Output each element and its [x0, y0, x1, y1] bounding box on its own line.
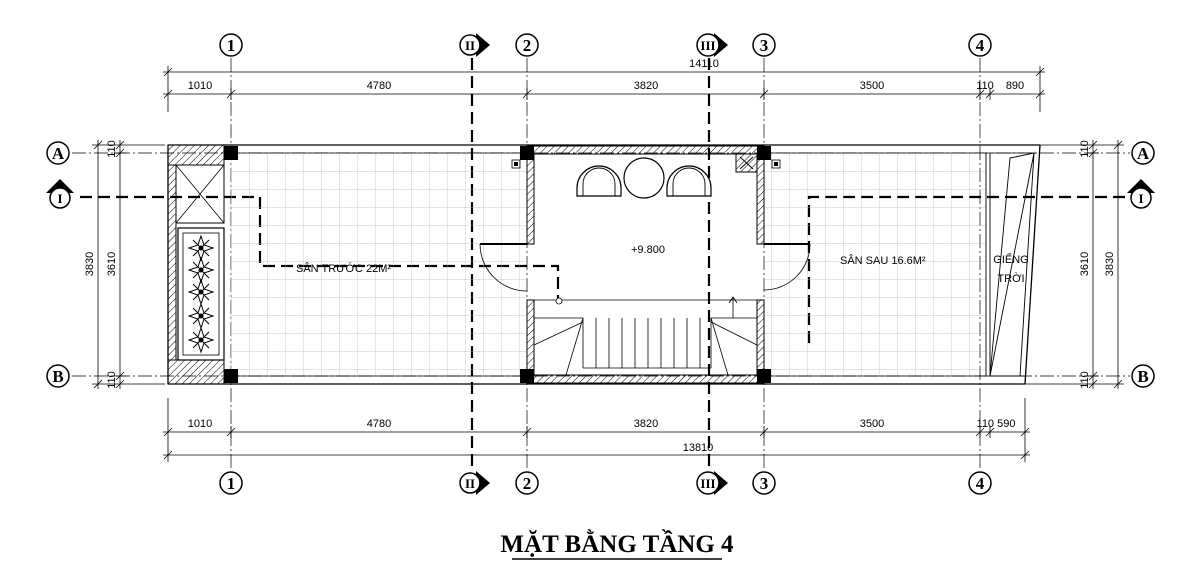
bottom-dim-2: 4780 [367, 418, 391, 430]
svg-text:3: 3 [760, 474, 769, 493]
top-dim-5: 110 [976, 80, 994, 92]
top-dim-1: 1010 [188, 80, 212, 92]
svg-text:II: II [465, 476, 475, 491]
back-yard-label: SÂN SAU 16.6M² [840, 254, 926, 267]
left-planter [167, 144, 225, 385]
light-well-label-2: TRỜI [997, 272, 1024, 285]
top-dim-2: 4780 [367, 80, 391, 92]
axis-marker-col-1-bottom: 1 [219, 471, 243, 495]
light-well-label-1: GIẾNG [993, 253, 1028, 266]
section-marker-i-left: I [46, 179, 74, 209]
staircase [533, 296, 758, 376]
svg-text:2: 2 [523, 474, 532, 493]
elevation-label: +9.800 [631, 244, 665, 256]
svg-text:3: 3 [760, 36, 769, 55]
right-outer-dimension: 3830 [1104, 252, 1116, 276]
bottom-dim-4: 3500 [860, 418, 884, 430]
light-well [985, 152, 1035, 377]
axis-marker-col-3-bottom: 3 [752, 471, 776, 495]
seating-furniture [576, 157, 712, 199]
svg-text:III: III [700, 38, 715, 53]
svg-text:I: I [57, 191, 62, 206]
back-yard-floor [764, 153, 986, 376]
axis-marker-row-a-right: A [1131, 141, 1155, 165]
drawing-title: MẶT BẰNG TẦNG 4 [500, 529, 734, 558]
left-edge-top: 110 [106, 140, 118, 158]
bottom-dim-1: 1010 [188, 418, 212, 430]
axis-marker-col-3-top: 3 [752, 33, 776, 57]
axis-marker-col-2-bottom: 2 [515, 471, 539, 495]
right-dimension-chain [1025, 140, 1124, 389]
left-dimension-chain [92, 140, 165, 389]
left-outer-dimension: 3830 [84, 252, 96, 276]
svg-text:A: A [1137, 144, 1150, 163]
svg-text:4: 4 [976, 474, 985, 493]
svg-text:B: B [1137, 367, 1148, 386]
axis-marker-col-4-bottom: 4 [968, 471, 992, 495]
svg-text:4: 4 [976, 36, 985, 55]
right-inner-dimension: 3610 [1079, 252, 1091, 276]
axis-marker-row-b-left: B [46, 364, 70, 388]
svg-text:B: B [52, 367, 63, 386]
left-edge-bottom: 110 [106, 371, 118, 389]
svg-text:III: III [700, 476, 715, 491]
svg-text:2: 2 [523, 36, 532, 55]
front-yard-floor [231, 153, 527, 376]
section-marker-iii-top: III [696, 33, 728, 57]
top-dim-4: 3500 [860, 80, 884, 92]
bottom-dim-5: 110 590 [977, 418, 1016, 430]
svg-text:1: 1 [227, 474, 236, 493]
section-marker-iii-bottom: III [696, 471, 728, 495]
axis-marker-row-b-right: B [1131, 364, 1155, 388]
left-inner-dimension: 3610 [106, 252, 118, 276]
axis-marker-col-4-top: 4 [968, 33, 992, 57]
svg-text:II: II [465, 38, 475, 53]
section-marker-ii-bottom: II [459, 471, 490, 495]
axis-marker-col-2-top: 2 [515, 33, 539, 57]
bottom-total-dimension: 13810 [683, 442, 714, 454]
section-marker-i-right: I [1127, 179, 1155, 209]
right-edge-bottom: 110 [1079, 371, 1091, 389]
top-dimension-chain [163, 66, 1045, 112]
central-room [479, 145, 811, 384]
svg-text:1: 1 [227, 36, 236, 55]
top-dim-6: 890 [1006, 80, 1024, 92]
right-edge-top: 110 [1079, 140, 1091, 158]
top-dim-3: 3820 [634, 80, 658, 92]
axis-marker-row-a-left: A [46, 141, 70, 165]
svg-text:I: I [1138, 191, 1143, 206]
front-yard-label: SÂN TRƯỚC 22M² [296, 262, 391, 275]
section-marker-ii-top: II [459, 33, 490, 57]
top-total-dimension: 14110 [689, 58, 719, 70]
axis-marker-col-1-top: 1 [219, 33, 243, 57]
bottom-dim-3: 3820 [634, 418, 658, 430]
bottom-dimension-chain [163, 398, 1030, 462]
svg-text:A: A [52, 144, 65, 163]
